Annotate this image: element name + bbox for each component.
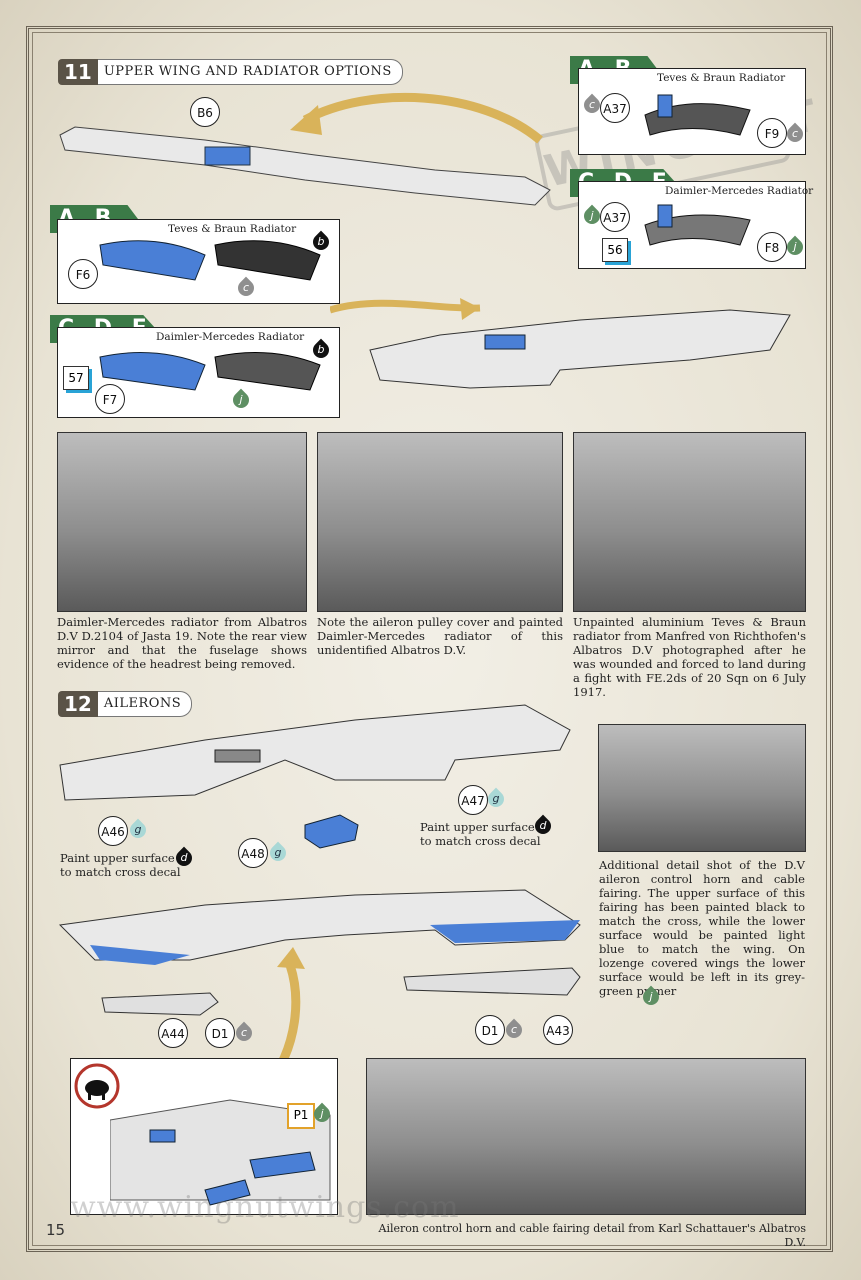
- aileron-wing-drawing-1: [59, 704, 571, 801]
- paint-drop-j: j: [580, 204, 604, 228]
- callout-b6: B6: [190, 97, 220, 127]
- page-border: [26, 26, 833, 1252]
- photo-aileron-pulley: [317, 432, 563, 612]
- callout-p1: P1: [287, 1103, 315, 1129]
- callout-57: 57: [63, 366, 89, 390]
- box-caption: Teves & Braun Radiator: [657, 72, 786, 84]
- aileron-wing-drawing-2: [58, 889, 581, 965]
- callout-a47: A47: [458, 785, 488, 815]
- radiator-part-drawing: [644, 94, 751, 136]
- upper-wing-underside-drawing: [330, 298, 791, 389]
- callout-f9: F9: [757, 118, 787, 148]
- photo-horn-detail: [598, 724, 806, 852]
- caption-photo4: Additional detail shot of the D.V ailero…: [599, 858, 805, 998]
- paint-drop-j: j: [639, 985, 663, 1009]
- callout-d1: D1: [475, 1015, 505, 1045]
- photo-teves-braun: [573, 432, 806, 612]
- callout-d1: D1: [205, 1018, 235, 1048]
- box-caption: Daimler-Mercedes Radiator: [156, 331, 305, 343]
- section-12-header: 12 AILERONS: [58, 691, 193, 717]
- paint-drop-j: j: [310, 1102, 334, 1126]
- caption-photo3: Unpainted aluminium Teves & Braun radiat…: [573, 615, 806, 699]
- fairing-detail-drawing: [110, 1099, 331, 1206]
- callout-a46: A46: [98, 816, 128, 846]
- section-number: 12: [58, 691, 98, 717]
- callout-f7: F7: [95, 384, 125, 414]
- paint-drop-c: c: [580, 93, 604, 117]
- paint-drop-c: c: [783, 122, 807, 146]
- caption-photo2: Note the aileron pulley cover and painte…: [317, 615, 563, 657]
- teves-radiator-parts: [99, 240, 321, 281]
- caption-photo5: Aileron control horn and cable fairing d…: [378, 1222, 806, 1249]
- page-number: 15: [46, 1221, 66, 1239]
- section-title: UPPER WING AND RADIATOR OPTIONS: [97, 59, 403, 85]
- paint-drop-b: b: [309, 230, 333, 254]
- paint-drop-d: d: [531, 814, 555, 838]
- paint-drop-g: g: [126, 818, 150, 842]
- elephant-warning-icon: [74, 1063, 120, 1109]
- paint-drop-j: j: [783, 235, 807, 259]
- watermark-url: www.wingnutwings.com: [70, 1190, 460, 1225]
- arrow-gold: [290, 92, 543, 144]
- paint-drop-c: c: [234, 276, 258, 300]
- daimler-radiator-parts: [99, 352, 321, 391]
- paint-drop-j: j: [229, 388, 253, 412]
- callout-a44: A44: [158, 1018, 188, 1048]
- callout-a37: A37: [600, 93, 630, 123]
- paint-drop-b: b: [309, 338, 333, 362]
- callout-f8: F8: [757, 232, 787, 262]
- photo-daimler-radiator: [57, 432, 307, 612]
- radiator-location: [204, 146, 251, 166]
- upper-wing-drawing: [59, 126, 551, 206]
- box-caption: Teves & Braun Radiator: [168, 223, 297, 235]
- paint-drop-c: c: [232, 1021, 256, 1045]
- photo-wing-cross: [366, 1058, 806, 1215]
- callout-a37: A37: [600, 202, 630, 232]
- section-title: AILERONS: [97, 691, 193, 717]
- caption-photo1: Daimler-Mercedes radiator from Albatros …: [57, 615, 307, 671]
- callout-a43: A43: [543, 1015, 573, 1045]
- fairing-part-a48: [304, 814, 359, 849]
- paint-drop-g: g: [484, 787, 508, 811]
- box-caption: Daimler-Mercedes Radiator: [665, 185, 814, 197]
- paint-drop-c: c: [502, 1018, 526, 1042]
- aileron-a44-part: [101, 992, 219, 1016]
- page-border-inner: [32, 32, 827, 1246]
- aileron-a43-part: [403, 967, 581, 996]
- callout-56: 56: [602, 238, 628, 262]
- callout-f6: F6: [68, 259, 98, 289]
- radiator-part-drawing: [644, 204, 751, 246]
- callout-a48: A48: [238, 838, 268, 868]
- section-11-header: 11 UPPER WING AND RADIATOR OPTIONS: [58, 59, 403, 85]
- section-number: 11: [58, 59, 98, 85]
- paint-drop-d: d: [172, 846, 196, 870]
- paint-drop-g: g: [266, 841, 290, 865]
